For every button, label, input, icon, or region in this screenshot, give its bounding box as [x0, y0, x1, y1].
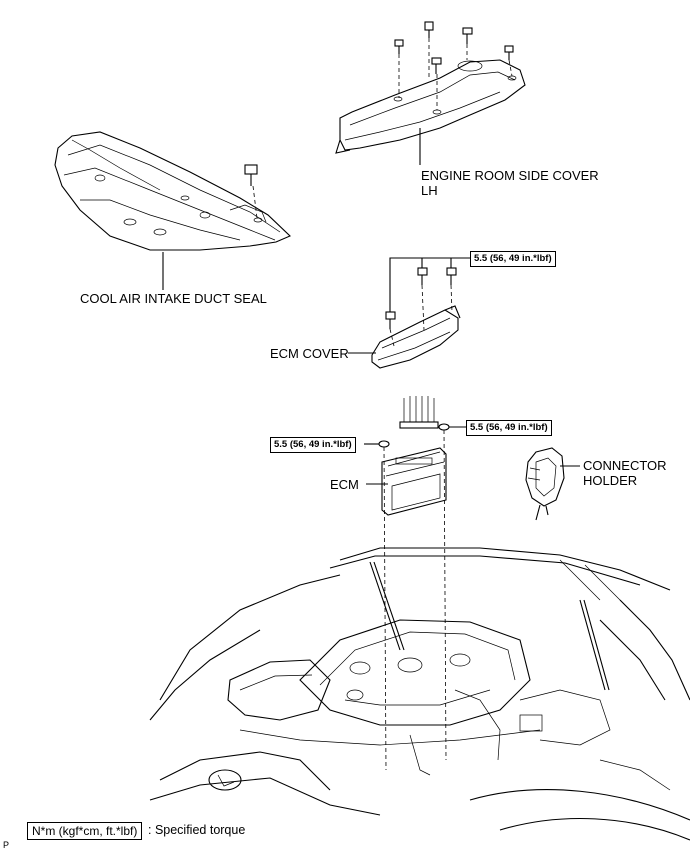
vehicle-engine-bay-drawing: [149, 547, 690, 841]
cool-air-intake-duct-seal-drawing: [54, 131, 291, 251]
connector-holder-label-line2: HOLDER: [583, 473, 638, 488]
legend-text: : Specified torque: [148, 823, 246, 837]
corner-mark: P: [3, 840, 10, 850]
engine-room-side-cover-label: ENGINE ROOM SIDE COVER LH: [421, 168, 599, 198]
torque-spec-ecm-nut-right: 5.5 (56, 49 in.*lbf): [466, 420, 552, 436]
engine-room-side-cover-label-line1: ENGINE ROOM SIDE COVER: [421, 168, 599, 183]
side-cover-clips: [394, 21, 514, 110]
ecm-cover-label: ECM COVER: [270, 346, 349, 361]
legend-torque-unit-box: N*m (kgf*cm, ft.*lbf): [27, 822, 143, 840]
ecm-connectors: [399, 396, 439, 429]
ecm-drawing: [381, 447, 447, 516]
torque-spec-ecm-nut-left: 5.5 (56, 49 in.*lbf): [270, 437, 356, 453]
cool-air-intake-duct-seal-label: COOL AIR INTAKE DUCT SEAL: [80, 291, 267, 306]
ecm-cover-drawing: [371, 305, 461, 369]
duct-seal-clip: [244, 164, 258, 219]
ecm-label: ECM: [330, 477, 359, 492]
engine-room-side-cover-drawing: [335, 59, 526, 154]
engine-room-side-cover-label-line2: LH: [421, 183, 438, 198]
connector-holder-drawing: [525, 447, 565, 521]
ecm-cover-bolts: [385, 257, 470, 347]
connector-holder-label-line1: CONNECTOR: [583, 458, 667, 473]
connector-holder-label: CONNECTOR HOLDER: [583, 458, 667, 488]
ecm-nuts: [364, 423, 466, 771]
torque-spec-ecm-cover: 5.5 (56, 49 in.*lbf): [470, 251, 556, 267]
